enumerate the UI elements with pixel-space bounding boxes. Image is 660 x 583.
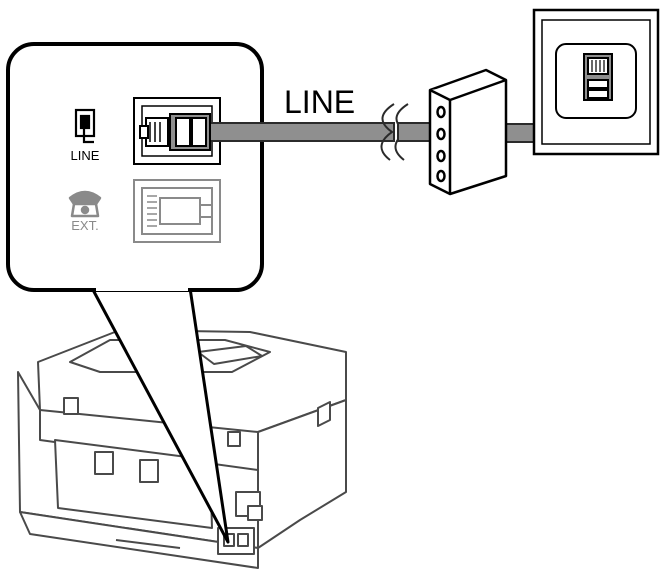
ext-socket bbox=[133, 179, 221, 243]
line-cable-label: LINE bbox=[284, 84, 355, 120]
ext-port-label: EXT. bbox=[71, 218, 98, 233]
line-plug bbox=[139, 113, 211, 151]
telephone-icon bbox=[68, 190, 102, 218]
callout-box bbox=[6, 42, 264, 292]
wall-plug bbox=[583, 53, 613, 101]
phone-jack-icon bbox=[74, 108, 96, 144]
line-port-label: LINE bbox=[71, 148, 100, 163]
splitter-box bbox=[428, 68, 508, 196]
printer-illustration bbox=[17, 329, 347, 569]
